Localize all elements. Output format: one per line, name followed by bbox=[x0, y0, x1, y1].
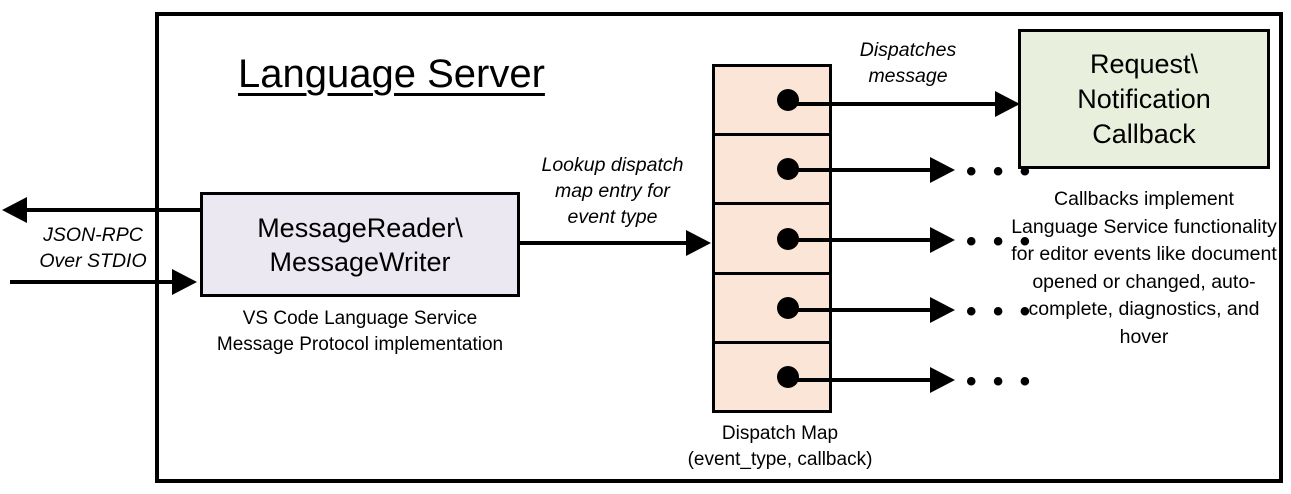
dispatch-map-caption: Dispatch Map (event_type, callback) bbox=[687, 423, 873, 470]
dispatch-row-2-line bbox=[785, 168, 935, 172]
dispatch-row-1-arrowhead bbox=[995, 91, 1020, 117]
request-notification-callback-box[interactable]: Request\ Notification Callback bbox=[1018, 29, 1270, 169]
jsonrpc-out-arrowhead bbox=[2, 197, 27, 223]
callback-description: Callbacks implement Language Service fun… bbox=[1011, 188, 1277, 348]
dispatch-row-5-line bbox=[785, 378, 935, 382]
dispatch-row-5-arrowhead bbox=[930, 367, 955, 393]
dispatch-map-row-4[interactable] bbox=[715, 275, 829, 344]
dispatch-row-2-arrowhead bbox=[930, 157, 955, 183]
page-title: Language Server bbox=[238, 52, 545, 96]
edge-label-jsonrpc: JSON-RPC Over STDIO bbox=[39, 224, 147, 272]
dispatch-row-4-ellipsis: • • • bbox=[966, 295, 1035, 328]
dispatch-row-1-line bbox=[785, 102, 1000, 106]
dispatch-row-3-ellipsis: • • • bbox=[966, 225, 1035, 258]
jsonrpc-out-line bbox=[27, 208, 207, 212]
jsonrpc-in-arrowhead bbox=[172, 269, 197, 295]
dispatch-row-3-arrowhead bbox=[930, 227, 955, 253]
message-reader-caption: VS Code Language Service Message Protoco… bbox=[216, 308, 504, 355]
edge-label-lookup: Lookup dispatch map entry for event type bbox=[541, 154, 684, 228]
dispatch-row-5-ellipsis: • • • bbox=[966, 365, 1035, 398]
lookup-arrowhead bbox=[686, 230, 711, 256]
dot-icon bbox=[777, 365, 799, 388]
jsonrpc-in-line bbox=[10, 280, 175, 284]
dot-icon bbox=[777, 89, 799, 112]
edge-label-dispatches: Dispatches message bbox=[859, 39, 957, 87]
dot-icon bbox=[777, 296, 799, 319]
lookup-line bbox=[518, 241, 688, 245]
dispatch-row-3-line bbox=[785, 238, 935, 242]
message-reader-writer-box[interactable]: MessageReader\ MessageWriter bbox=[200, 192, 520, 297]
language-server-container bbox=[155, 12, 1283, 483]
dispatch-row-4-line bbox=[785, 308, 935, 312]
dispatch-row-4-arrowhead bbox=[930, 297, 955, 323]
dispatch-map-row-5[interactable] bbox=[715, 344, 829, 410]
